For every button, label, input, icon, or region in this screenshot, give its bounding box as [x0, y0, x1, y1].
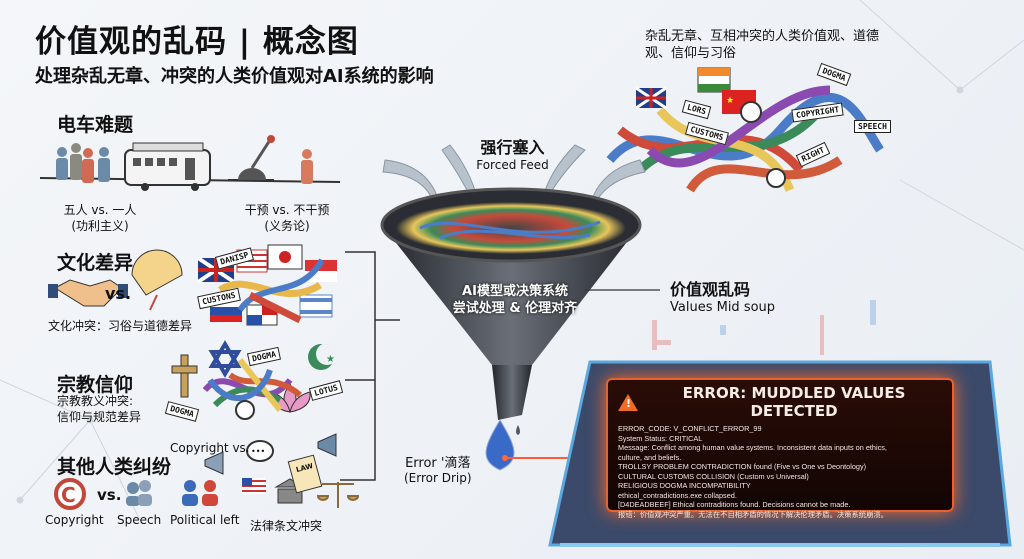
- warning-icon: !: [618, 393, 638, 411]
- tangle-caption: 杂乱无章、互相冲突的人类价值观、道德观、信仰与习俗: [645, 29, 880, 61]
- section-title-religion: 宗教信仰: [57, 374, 134, 396]
- error-panel: !ERROR: MUDDLED VALUES DETECTED ERROR_CO…: [606, 378, 954, 519]
- error-line: ERROR_CODE: V_CONFLICT_ERROR_99: [618, 424, 762, 433]
- error-line: CULTURAL CUSTOMS COLLISION (Custom vs Un…: [618, 471, 809, 481]
- error-line: [D4DEADBEEF] Ethical contraditions found…: [618, 500, 851, 509]
- trolley-right-label: 干预 vs. 不干预(义务论): [244, 203, 330, 233]
- trolley-illustration: [39, 135, 341, 191]
- megaphone-icon: [204, 433, 337, 475]
- copyright-label: Copyright: [45, 513, 104, 527]
- copyright-symbol-icon: C: [54, 478, 86, 510]
- error-drip-label: Error '滴落(Error Drip): [404, 456, 472, 485]
- bracket-connector: [340, 251, 400, 481]
- page-title: 价值观的乱码 | 概念图: [35, 24, 359, 60]
- handshake-icon: [48, 279, 128, 307]
- culture-caption: 文化冲突：习俗与道德差异: [47, 319, 192, 333]
- speech-bubble-icon: •••: [246, 440, 274, 462]
- error-line: RELIGIOUS DOGMA INCOMPATIBILITY: [618, 481, 751, 490]
- political-left-label: Political left: [170, 513, 240, 527]
- cross-icon: [171, 354, 198, 398]
- funnel-icon: [380, 187, 642, 420]
- error-header: !ERROR: MUDDLED VALUES DETECTED: [618, 384, 942, 420]
- five-people-icon: [56, 143, 110, 183]
- speech-people-icon: [126, 480, 152, 506]
- error-line: Message: Conflict among human value syst…: [618, 443, 887, 452]
- law-conflict-label: 法律条文冲突: [250, 519, 323, 533]
- section-title-other: 其他人类纠纷: [57, 456, 172, 478]
- svg-text:•••: •••: [251, 447, 265, 456]
- religion-caption: 宗教教义冲突:信仰与规范差异: [57, 394, 142, 424]
- svg-text:C: C: [61, 483, 76, 507]
- error-line: ethical_contradictions.exe collapsed.: [618, 490, 737, 500]
- scales-icon: [316, 482, 360, 508]
- religion-tangle: ★: [171, 340, 338, 420]
- page-subtitle: 处理杂乱无章、冲突的人类价值观对AI系统的影响: [35, 66, 434, 87]
- flags-tangle: [196, 244, 337, 326]
- funnel-label: AI模型或决策系统尝试处理 & 伦理对齐: [452, 284, 578, 316]
- copyright-vs-label: Copyright vs.: [170, 441, 250, 455]
- one-person-icon: [301, 149, 313, 184]
- other-vs: vs.: [97, 486, 122, 504]
- wheel-icon: [235, 400, 255, 420]
- fan-icon: [131, 249, 183, 311]
- error-line: 报错：价值观冲突严重。无法在不自相矛盾的情况下解决伦理矛盾。决策系统崩溃。: [618, 509, 888, 519]
- section-title-trolley: 电车难题: [57, 114, 134, 136]
- svg-text:★: ★: [326, 354, 335, 365]
- error-drip-icon: [485, 419, 520, 471]
- culture-vs: vs.: [105, 284, 132, 303]
- svg-text:★: ★: [726, 96, 734, 106]
- error-line: System Status: CRITICAL: [618, 433, 703, 443]
- political-people-icon: [182, 480, 218, 506]
- values-tangle: ★: [606, 67, 884, 193]
- law-document-icon: [287, 454, 323, 494]
- crescent-icon: ★: [308, 343, 338, 370]
- error-line: culture, and beliefs.: [618, 452, 682, 462]
- us-flag-icon: [242, 478, 266, 494]
- error-line: TROLLSY PROBLEM CONTRADICTION found (Fiv…: [618, 462, 867, 471]
- lever-icon: [228, 135, 275, 181]
- network-lines: [0, 0, 1024, 521]
- trolley-icon: [124, 142, 211, 191]
- data-bars-decoration: [652, 300, 876, 355]
- speech-label: Speech: [117, 513, 162, 527]
- tangle-tag: SPEECH: [854, 120, 891, 133]
- star-of-david-icon: [208, 340, 242, 378]
- section-title-culture: 文化差异: [57, 252, 134, 274]
- trolley-left-label: 五人 vs. 一人(功利主义): [63, 203, 137, 233]
